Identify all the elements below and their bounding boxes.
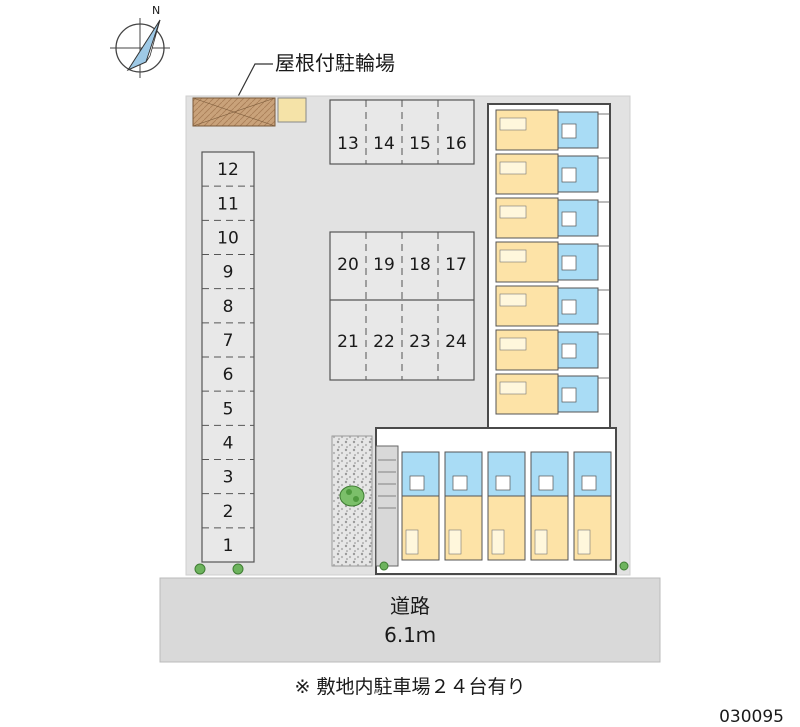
bicycle-parking-label: 屋根付駐輪場 <box>275 51 395 75</box>
apartment-unit <box>495 241 610 283</box>
parking-space-number: 6 <box>223 365 234 385</box>
apartment-unit <box>530 451 569 561</box>
parking-space-number: 12 <box>217 160 239 180</box>
parking-space-number: 11 <box>217 194 239 214</box>
parking-space-number: 9 <box>223 263 234 283</box>
parking-space-number: 2 <box>223 502 234 522</box>
parking-space-number: 20 <box>337 255 359 275</box>
parking-top-row: 13 14 15 16 <box>329 99 475 165</box>
road-width: 6.1ｍ <box>384 623 436 647</box>
apartment-unit <box>573 451 612 561</box>
apartment-unit <box>495 153 610 195</box>
parking-space-number: 7 <box>223 331 234 351</box>
apartment-unit <box>487 451 526 561</box>
road <box>159 577 661 663</box>
parking-space-number: 10 <box>217 228 239 248</box>
apartment-building-south <box>375 427 617 575</box>
parking-space-number: 4 <box>223 433 234 453</box>
parking-middle-block: 20 19 18 17 21 22 23 24 <box>329 231 475 381</box>
property-code: 030095 <box>719 707 784 727</box>
parking-space-number: 24 <box>445 332 467 352</box>
shrubs <box>194 561 629 575</box>
compass-north-label: N <box>152 4 160 17</box>
parking-space-number: 16 <box>445 134 467 154</box>
parking-space-number: 23 <box>409 332 431 352</box>
compass-icon: N <box>110 4 170 78</box>
parking-space-number: 8 <box>223 297 234 317</box>
parking-space-number: 3 <box>223 468 234 488</box>
parking-space-number: 19 <box>373 255 395 275</box>
parking-left-column: 12 11 10 9 8 7 6 5 4 3 2 1 <box>201 151 255 563</box>
parking-space-number: 1 <box>223 536 234 556</box>
callout-leader-line <box>231 63 273 109</box>
apartment-unit <box>495 373 610 415</box>
parking-space-number: 22 <box>373 332 395 352</box>
apartment-unit <box>495 329 610 371</box>
parking-space-number: 18 <box>409 255 431 275</box>
apartment-unit <box>444 451 483 561</box>
apartment-unit <box>401 451 440 561</box>
parking-space-number: 5 <box>223 399 234 419</box>
apartment-unit <box>495 109 610 151</box>
parking-space-number: 15 <box>409 134 431 154</box>
road-name: 道路 <box>390 594 430 618</box>
parking-space-number: 13 <box>337 134 359 154</box>
garden-strip <box>331 435 373 567</box>
bicycle-parking-structure <box>192 97 307 127</box>
apartment-unit <box>495 285 610 327</box>
parking-space-number: 14 <box>373 134 395 154</box>
parking-space-number: 21 <box>337 332 359 352</box>
apartment-unit <box>495 197 610 239</box>
apartment-building-east <box>487 103 611 431</box>
parking-capacity-note: ※ 敷地内駐車場２４台有り <box>295 676 526 698</box>
parking-space-number: 17 <box>445 255 467 275</box>
